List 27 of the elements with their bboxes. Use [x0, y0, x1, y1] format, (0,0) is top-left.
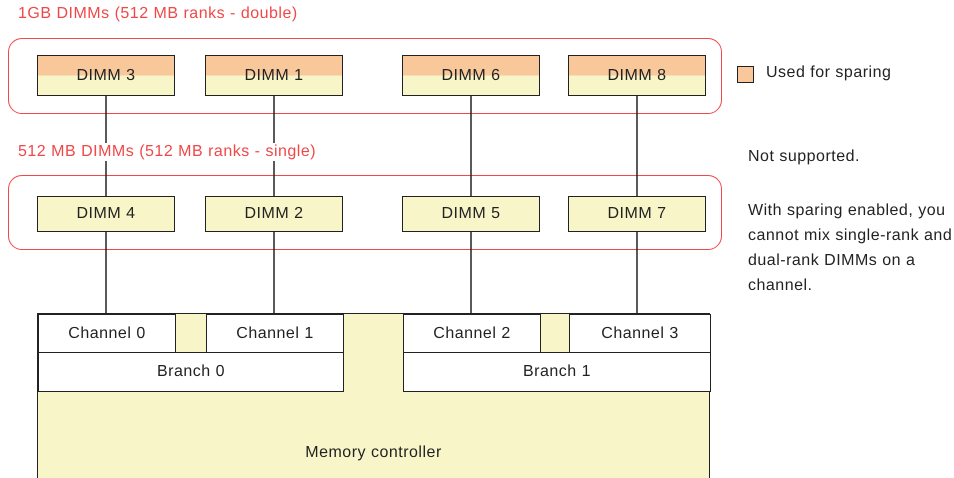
- dimm-slot: DIMM 7: [568, 196, 706, 232]
- connector-line: [470, 96, 472, 196]
- legend-label: Used for sparing: [766, 64, 892, 82]
- dimm-slot: DIMM 1: [205, 55, 343, 96]
- branch-cell: Branch 0: [38, 352, 344, 392]
- connector-line: [470, 232, 472, 313]
- connector-line: [636, 96, 638, 196]
- group-title: 512 MB DIMMs (512 MB ranks - single): [18, 143, 316, 161]
- connector-line: [105, 232, 107, 313]
- memory-controller-block: [37, 313, 710, 478]
- note-text: With sparing enabled, you cannot mix single-rank and dual-rank DIMMs on a channel.: [748, 201, 954, 296]
- controller-label: Memory controller: [304, 444, 443, 462]
- dimm-slot: DIMM 8: [568, 55, 706, 96]
- dimm-slot: DIMM 6: [402, 55, 540, 96]
- channel-cell: Channel 3: [569, 314, 711, 353]
- channel-cell: Channel 2: [403, 314, 541, 353]
- channel-cell: Channel 1: [206, 314, 344, 353]
- channel-cell: Channel 0: [38, 314, 176, 353]
- connector-line: [273, 232, 275, 313]
- dimm-slot: DIMM 2: [205, 196, 343, 232]
- dimm-slot: DIMM 5: [402, 196, 540, 232]
- dimm-slot: DIMM 4: [37, 196, 175, 232]
- connector-line: [636, 232, 638, 313]
- group-title: 1GB DIMMs (512 MB ranks - double): [18, 5, 298, 23]
- note-text: Not supported.: [748, 147, 861, 167]
- dimm-slot: DIMM 3: [37, 55, 175, 96]
- branch-cell: Branch 1: [403, 352, 711, 392]
